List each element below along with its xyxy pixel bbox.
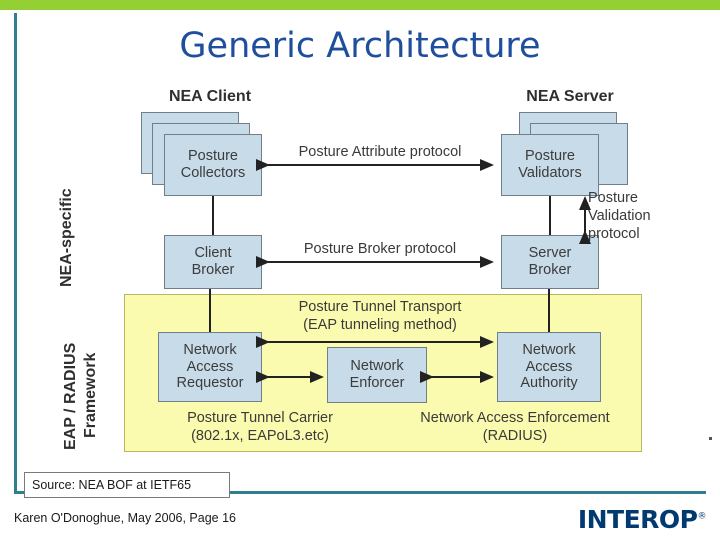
server-broker-line1: Server: [528, 245, 572, 262]
top-green-bar: [0, 0, 720, 13]
architecture-diagram: NEA-specific EAP / RADIUS Framework NEA …: [40, 82, 680, 457]
naa-line2: Access: [525, 358, 573, 375]
client-broker-line1: Client: [194, 245, 232, 262]
label-posture-broker-protocol: Posture Broker protocol: [303, 241, 457, 257]
interop-logo: INTEROP®: [577, 505, 707, 534]
top-bar-white-stripe: [0, 10, 720, 13]
label-tunnel-transport-l2: (EAP tunneling method): [303, 317, 457, 333]
box-server-broker[interactable]: Server Broker: [501, 235, 599, 289]
header-nea-client: NEA Client: [168, 88, 252, 105]
nar-line1: Network: [183, 341, 237, 358]
label-access-enforcement-l2: (RADIUS): [482, 428, 548, 444]
naa-line3: Authority: [520, 375, 578, 392]
posture-collectors-line1: Posture: [188, 148, 238, 165]
nar-line2: Access: [186, 358, 234, 375]
diagram-connectors: [209, 159, 591, 383]
ne-line2: Enforcer: [349, 375, 405, 391]
label-tunnel-transport-l1: Posture Tunnel Transport: [298, 299, 462, 315]
label-access-enforcement-l1: Network Access Enforcement: [420, 410, 610, 426]
box-posture-validators[interactable]: Posture Validators: [501, 134, 599, 196]
interop-logo-text: INTEROP: [577, 505, 698, 534]
header-nea-server: NEA Server: [526, 88, 614, 105]
box-network-access-authority[interactable]: Network Access Authority: [497, 332, 601, 402]
posture-validators-line2: Validators: [518, 165, 582, 181]
naa-line1: Network: [522, 341, 576, 358]
label-posture-attribute-protocol: Posture Attribute protocol: [298, 144, 462, 160]
left-vertical-rule: [14, 13, 17, 493]
registered-trademark-icon: ®: [697, 511, 707, 522]
label-posture-validation-l2: Validation: [588, 208, 651, 224]
label-tunnel-carrier-l1: Posture Tunnel Carrier: [187, 410, 333, 426]
ne-line1: Network: [350, 358, 404, 375]
label-posture-validation-l3: protocol: [588, 226, 640, 242]
source-note-text: Source: NEA BOF at IETF65: [32, 478, 192, 492]
box-posture-collectors[interactable]: Posture Collectors: [164, 134, 262, 196]
bottom-horizontal-rule: [14, 491, 706, 494]
decorative-dot: [709, 437, 712, 440]
client-broker-line2: Broker: [191, 262, 235, 278]
source-note-box: Source: NEA BOF at IETF65: [24, 472, 230, 498]
page-title: Generic Architecture: [179, 26, 541, 66]
box-network-enforcer[interactable]: Network Enforcer: [327, 347, 427, 403]
box-network-access-requestor[interactable]: Network Access Requestor: [158, 332, 262, 402]
label-posture-validation-l1: Posture: [588, 190, 638, 206]
footer-author-page: Karen O'Donoghue, May 2006, Page 16: [14, 511, 236, 525]
label-tunnel-carrier-l2: (802.1x, EAPoL3.etc): [191, 428, 329, 444]
server-broker-line2: Broker: [528, 262, 572, 278]
posture-collectors-line2: Collectors: [180, 165, 246, 181]
nar-line3: Requestor: [176, 375, 244, 392]
posture-validators-line1: Posture: [525, 148, 575, 165]
box-client-broker[interactable]: Client Broker: [164, 235, 262, 289]
